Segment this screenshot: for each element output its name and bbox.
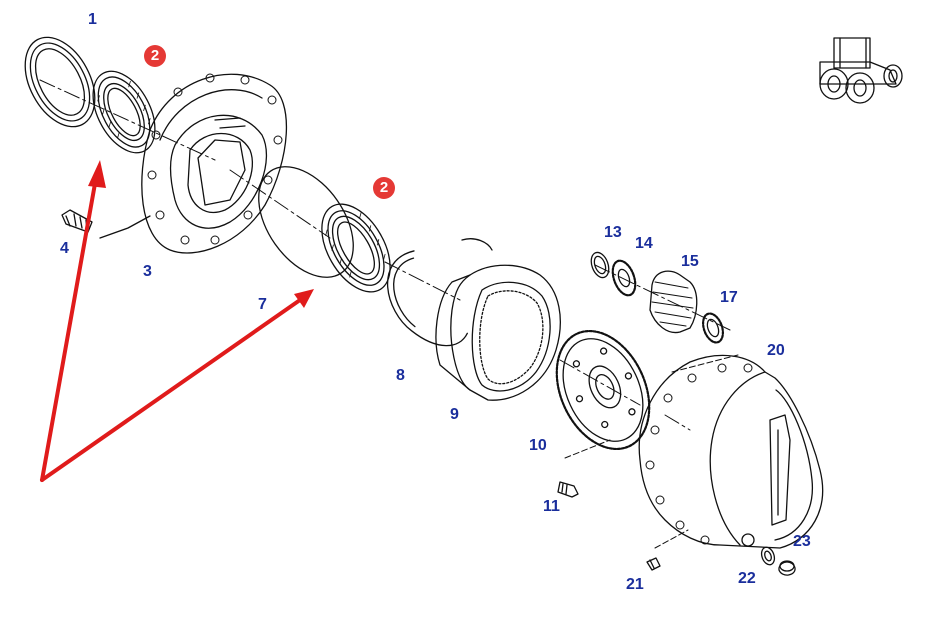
label-21: 21	[626, 576, 644, 593]
part-11-small-bolt	[557, 481, 579, 498]
label-7: 7	[258, 296, 267, 313]
label-14: 14	[635, 235, 653, 252]
tractor-icon	[819, 37, 903, 104]
arrow-line-to-bearing-right	[40, 298, 302, 482]
part-15-planet-gear	[649, 270, 698, 334]
label-13: 13	[604, 224, 622, 241]
label-8: 8	[396, 367, 405, 384]
part-7-o-ring	[258, 166, 354, 278]
label-11: 11	[543, 498, 560, 515]
label-20: 20	[767, 342, 785, 359]
arrow-head-left	[88, 160, 106, 188]
label-3: 3	[143, 263, 152, 280]
callout-badge-2-top: 2	[144, 45, 166, 67]
part-3-hub-flange	[99, 73, 287, 254]
part-21-bolt	[646, 557, 661, 571]
part-8-snap-ring-top	[461, 238, 493, 251]
part-20-housing	[638, 354, 824, 549]
part-17-small-gear	[702, 312, 724, 344]
part-14-small-gear	[611, 259, 637, 297]
label-22: 22	[738, 570, 756, 587]
label-23: 23	[793, 533, 811, 550]
part-2-bearing-right	[321, 203, 391, 293]
label-4: 4	[60, 240, 69, 257]
label-15: 15	[681, 253, 699, 270]
arrow-line-to-bearing-left	[40, 176, 98, 482]
part-1-seal-ring	[24, 36, 96, 128]
part-22-washer	[760, 546, 776, 566]
leader-lines	[564, 354, 739, 549]
arrow-head-right	[294, 289, 314, 308]
part-13-small-ring	[590, 251, 610, 279]
callout-badge-2-middle: 2	[373, 177, 395, 199]
label-1: 1	[88, 11, 97, 28]
part-2-bearing-left	[92, 70, 156, 154]
highlight-arrows	[40, 160, 314, 482]
part-10-carrier-gear	[555, 329, 651, 451]
part-9-ring-gear	[435, 264, 561, 401]
part-8-snap-ring	[387, 250, 468, 347]
part-23-plug	[778, 560, 796, 576]
label-10: 10	[529, 437, 547, 454]
label-17: 17	[720, 289, 738, 306]
label-9: 9	[450, 406, 459, 423]
center-axis	[39, 79, 731, 431]
